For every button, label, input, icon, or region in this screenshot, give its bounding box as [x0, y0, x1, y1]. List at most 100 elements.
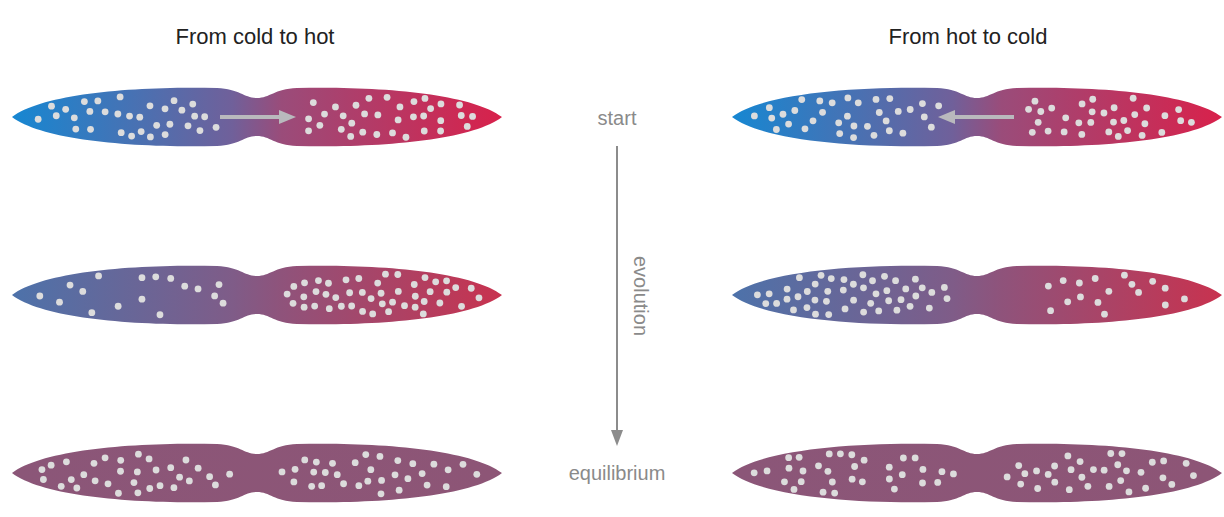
particle [300, 293, 307, 300]
particle [1139, 132, 1146, 139]
particle [829, 479, 836, 486]
particle [316, 122, 323, 129]
gas-container [732, 88, 1222, 147]
particle [798, 478, 805, 485]
particle [873, 96, 880, 103]
particle [167, 275, 174, 282]
particle [102, 454, 109, 461]
particle [876, 109, 883, 116]
particle [220, 300, 227, 307]
particle [800, 468, 807, 475]
particle [1105, 288, 1112, 295]
particle [751, 113, 758, 120]
particle [1162, 285, 1169, 292]
particle [902, 286, 909, 293]
particle [886, 95, 893, 102]
particle [63, 458, 70, 465]
particle [826, 451, 833, 458]
particle [318, 482, 325, 489]
particle [67, 282, 74, 289]
particle [152, 273, 159, 280]
particle [35, 116, 42, 123]
particle [810, 117, 817, 124]
particle [352, 459, 359, 466]
particle [1090, 466, 1097, 473]
particle [920, 466, 927, 473]
particle [378, 290, 385, 297]
particle [1032, 98, 1039, 105]
particle [1034, 485, 1041, 492]
particle [348, 303, 355, 310]
particle [1004, 474, 1011, 481]
particle [362, 451, 369, 458]
particle [1105, 129, 1112, 136]
particle [301, 279, 308, 286]
particle [39, 466, 46, 473]
particle [355, 275, 362, 282]
particle [1066, 486, 1073, 493]
particle [812, 311, 819, 318]
particle [146, 485, 153, 492]
particle [95, 273, 102, 280]
particle [189, 101, 196, 108]
particle [860, 309, 867, 316]
particle [1047, 307, 1054, 314]
particle [81, 98, 88, 105]
particle [883, 287, 890, 294]
particle [311, 303, 318, 310]
particle [91, 460, 98, 467]
particle [781, 478, 788, 485]
particle [79, 288, 86, 295]
particle [68, 476, 75, 483]
particle [828, 275, 835, 282]
time-arrow-shaft [616, 146, 618, 432]
particle [1126, 489, 1133, 496]
particle [139, 274, 146, 281]
particle [310, 469, 317, 476]
particle [419, 470, 426, 477]
particle [48, 103, 55, 110]
particle [898, 296, 905, 303]
particle [126, 113, 133, 120]
particle [795, 293, 802, 300]
particle [786, 465, 793, 472]
particle [436, 300, 443, 307]
stage-label: start [598, 106, 637, 130]
particle [290, 283, 297, 290]
particle [1124, 127, 1131, 134]
particle [773, 300, 780, 307]
particle [162, 105, 169, 112]
particle [1015, 462, 1022, 469]
particle [364, 478, 371, 485]
particle [886, 464, 893, 471]
particle [340, 480, 347, 487]
particle [1035, 119, 1042, 126]
particle [835, 119, 842, 126]
particle [1017, 481, 1024, 488]
particle [751, 469, 758, 476]
particle [131, 479, 138, 486]
particle [456, 102, 463, 109]
particle [859, 271, 866, 278]
particle [185, 122, 192, 129]
particle [411, 281, 418, 288]
gas-container [732, 444, 1222, 503]
particle [1101, 311, 1108, 318]
particle [445, 466, 452, 473]
particle [323, 291, 330, 298]
particle [404, 475, 411, 482]
particle [397, 103, 404, 110]
gas-container [12, 444, 502, 503]
particle [844, 113, 851, 120]
particle [1138, 469, 1145, 476]
particle [353, 102, 360, 109]
particle [438, 101, 445, 108]
particle [939, 468, 946, 475]
particle [308, 483, 315, 490]
particle [166, 121, 173, 128]
particle [183, 457, 190, 464]
particle [379, 300, 386, 307]
particle [409, 460, 416, 467]
container-group [732, 266, 1222, 325]
particle [790, 306, 797, 313]
